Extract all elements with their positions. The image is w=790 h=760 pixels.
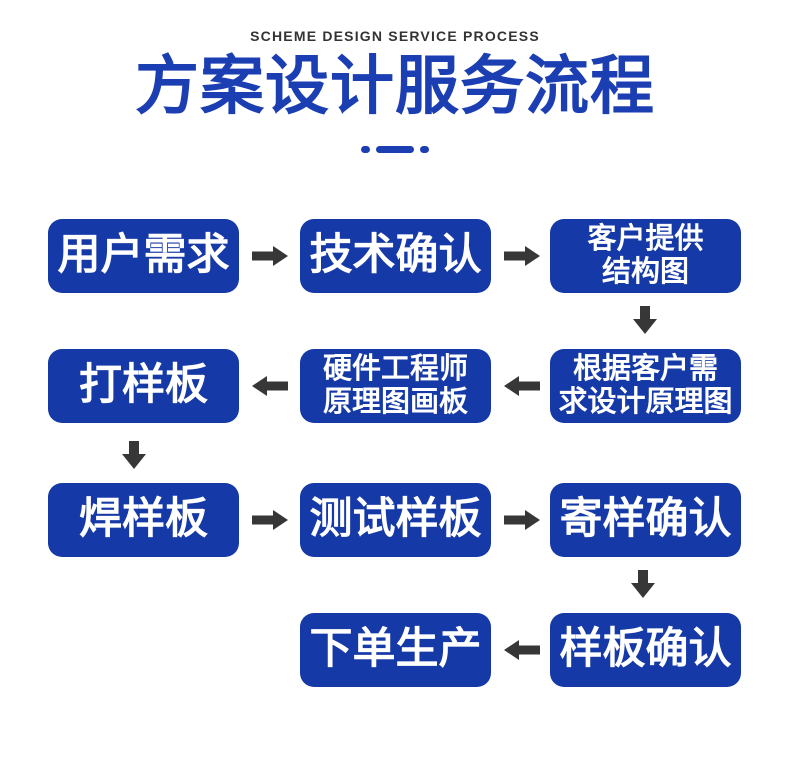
arrow-down-icon: [122, 441, 146, 469]
flow-node-label: 下单生产: [309, 625, 482, 674]
arrow-left-icon: [252, 376, 288, 396]
divider-dash: [376, 146, 414, 153]
page-title: 方案设计服务流程: [135, 50, 655, 122]
flow-node-sample-confirm: 样板确认: [550, 613, 741, 687]
arrow-left-icon: [504, 376, 540, 396]
flow-node-label: 用户需求: [57, 231, 230, 280]
flow-node-label: 测试样板: [309, 495, 482, 544]
title-underline-ornament: [0, 146, 790, 153]
flow-node-label: 样板确认: [559, 625, 732, 674]
flow-node-send-sample-confirm: 寄样确认: [550, 483, 741, 557]
divider-dot-right: [420, 146, 429, 153]
arrow-down-icon: [633, 306, 657, 334]
flow-node-label: 焊样板: [79, 495, 208, 544]
flow-node-make-sample-board: 打样板: [48, 349, 239, 423]
arrow-down-icon: [631, 570, 655, 598]
flow-node-user-requirements: 用户需求: [48, 219, 239, 293]
arrow-right-icon: [252, 510, 288, 530]
arrow-right-icon: [504, 510, 540, 530]
eyebrow-subtitle: SCHEME DESIGN SERVICE PROCESS: [250, 28, 540, 44]
flow-node-label: 硬件工程师 原理图画板: [322, 352, 468, 418]
arrow-right-icon: [252, 246, 288, 266]
flow-node-label: 客户提供 结构图: [587, 222, 704, 288]
flow-node-design-schematic-per-customer: 根据客户需 求设计原理图: [550, 349, 741, 423]
flow-node-tech-confirm: 技术确认: [300, 219, 491, 293]
arrow-right-icon: [504, 246, 540, 266]
flow-node-label: 根据客户需 求设计原理图: [558, 352, 733, 418]
arrow-left-icon: [504, 640, 540, 660]
flow-node-label: 技术确认: [309, 231, 482, 280]
flow-node-label: 寄样确认: [559, 495, 732, 544]
divider-dot-left: [361, 146, 370, 153]
flow-node-label: 打样板: [79, 361, 208, 410]
flow-node-test-sample-board: 测试样板: [300, 483, 491, 557]
flow-node-solder-sample-board: 焊样板: [48, 483, 239, 557]
flow-node-customer-structure-drawing: 客户提供 结构图: [550, 219, 741, 293]
flow-node-hardware-engineer-schematic: 硬件工程师 原理图画板: [300, 349, 491, 423]
flow-node-order-production: 下单生产: [300, 613, 491, 687]
